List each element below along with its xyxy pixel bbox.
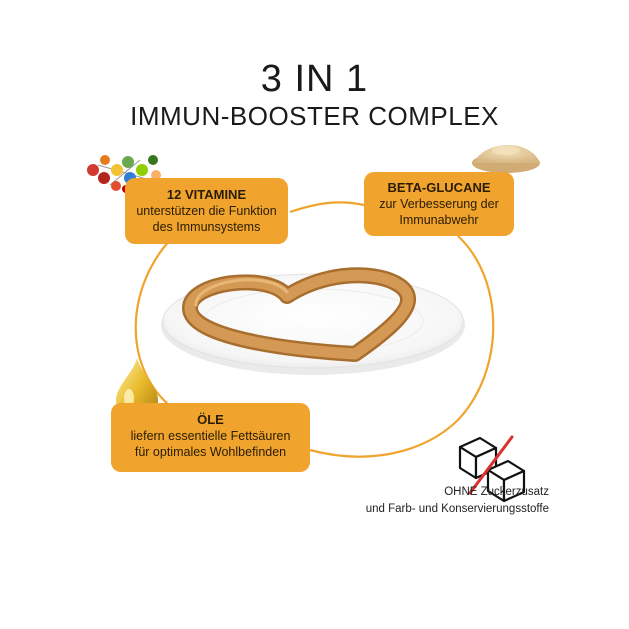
- powder-pile-icon: [472, 144, 540, 173]
- no-sugar-line2: und Farb- und Konservierungsstoffe: [365, 503, 549, 515]
- vitamins-heading: 12 VITAMINE: [166, 187, 247, 202]
- no-sugar-note: OHNE Zuckerzusatz und Farb- und Konservi…: [349, 484, 549, 518]
- page-title: 3 IN 1: [260, 58, 369, 100]
- oils-text-line1: liefern essentielle Fettsäuren: [130, 429, 291, 443]
- vitamins-text-line1: unterstützen die Funktion: [136, 204, 277, 218]
- vitamins-card: 12 VITAMINE unterstützen die Funktion de…: [125, 178, 288, 244]
- oils-card: ÖLE liefern essentielle Fettsäuren für o…: [111, 403, 310, 472]
- beta-heading: BETA-GLUCANE: [387, 180, 491, 195]
- beta-text-line1: zur Verbesserung der: [379, 197, 499, 211]
- beta-glucane-card: BETA-GLUCANE zur Verbesserung der Immuna…: [364, 172, 514, 236]
- no-sugar-line1: OHNE Zuckerzusatz: [444, 486, 549, 498]
- vitamins-text-line2: des Immunsystems: [152, 220, 261, 234]
- oils-heading: ÖLE: [197, 412, 224, 427]
- heart-chew: [182, 267, 416, 362]
- no-sugar-cubes-icon: [458, 435, 526, 503]
- page-subtitle: IMMUN-BOOSTER COMPLEX: [130, 101, 499, 131]
- beta-text-line2: Immunabwehr: [399, 213, 479, 227]
- connection-ring: [134, 201, 495, 458]
- oils-text-line2: für optimales Wohlbefinden: [134, 445, 287, 459]
